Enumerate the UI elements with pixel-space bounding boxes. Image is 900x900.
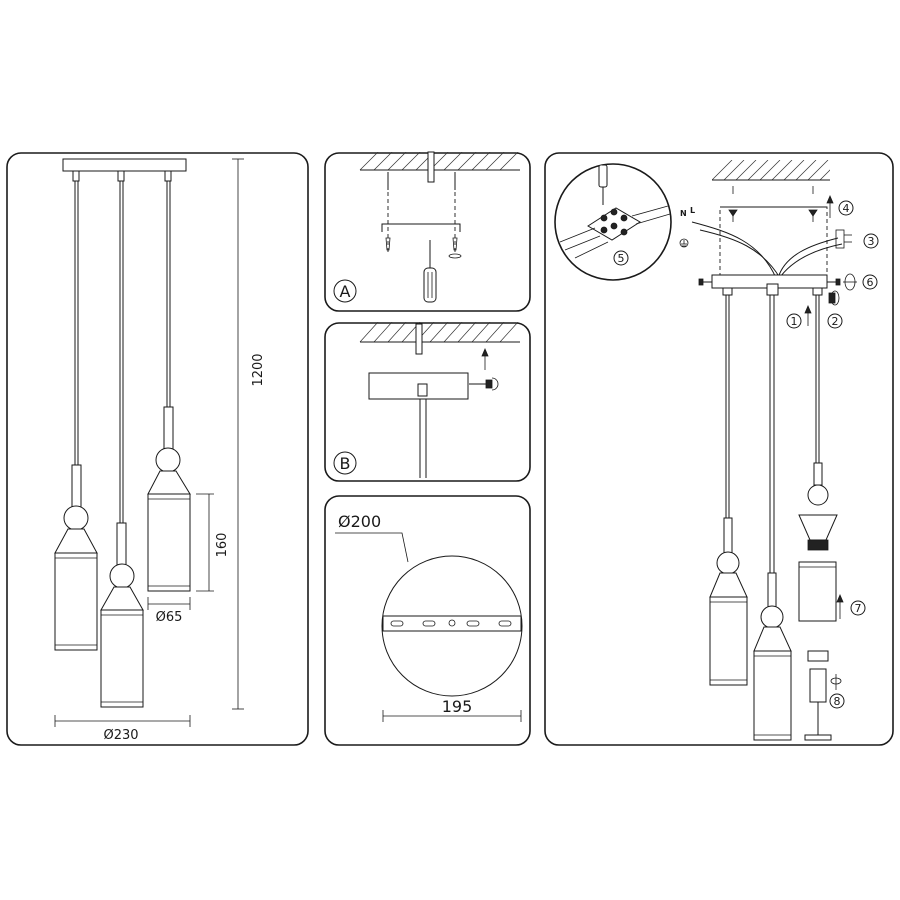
terminal-connector xyxy=(835,229,852,249)
arrow-up-icon xyxy=(481,347,489,370)
step-1-badge xyxy=(786,313,802,329)
step-2-badge xyxy=(827,313,843,329)
slot xyxy=(390,620,404,627)
ground-icon xyxy=(679,238,689,248)
plate-width-label: 195 xyxy=(442,697,473,716)
step-badges: 1 2 3 4 5 6 7 8 xyxy=(613,200,879,709)
screwdriver-icon xyxy=(423,240,437,303)
cord-grip xyxy=(722,287,733,296)
shade-height-dimension: 160 xyxy=(196,493,230,592)
wire-from-canopy xyxy=(777,237,839,279)
slot xyxy=(466,620,480,627)
ceiling-hatch xyxy=(712,160,830,180)
wall-anchor xyxy=(385,237,391,251)
arrow-up-icon xyxy=(804,304,812,326)
step-7-badge xyxy=(850,600,866,616)
pendant-right xyxy=(147,181,191,592)
arrow-up-icon xyxy=(836,593,844,619)
pendant-left xyxy=(54,181,98,651)
ceiling-wire-outlet xyxy=(427,151,435,183)
slot xyxy=(498,620,512,627)
screw-icon xyxy=(826,194,834,218)
bulb xyxy=(809,668,827,703)
cord-grip xyxy=(164,170,172,182)
step-a-panel: A xyxy=(324,151,531,312)
pendant-right-exploded xyxy=(798,462,838,741)
shade-diameter-dimension: Ø65 xyxy=(147,597,191,625)
pendant-middle xyxy=(753,572,792,741)
shade-height-label: 160 xyxy=(215,533,230,558)
slot xyxy=(422,620,436,627)
washer xyxy=(448,253,462,259)
step-b-panel: B xyxy=(324,322,531,482)
pendant-middle xyxy=(100,181,144,708)
height-dimension: 1200 xyxy=(232,158,266,710)
cord-grip xyxy=(417,383,428,397)
ceiling-hatch xyxy=(359,152,519,170)
step-6-badge xyxy=(862,274,878,290)
assembly-panel: N L xyxy=(544,152,894,746)
step-3-badge xyxy=(863,233,879,249)
mounting-bar xyxy=(382,615,522,632)
cord-grip xyxy=(72,170,80,182)
step-8-label: 8 xyxy=(834,695,841,708)
canopy-diameter-dimension: Ø230 xyxy=(54,715,191,743)
side-screw xyxy=(469,377,499,391)
wire-live xyxy=(699,229,781,279)
shade-diameter-label: Ø65 xyxy=(156,610,183,625)
side-screw xyxy=(698,278,712,286)
wire-neutral xyxy=(691,221,777,279)
cord-grip xyxy=(117,170,125,182)
plate-width-dimension xyxy=(382,710,522,722)
rotate-icon xyxy=(830,674,842,690)
mounting-bracket xyxy=(381,223,461,232)
step-7-label: 7 xyxy=(855,602,862,615)
step-4-badge xyxy=(838,200,854,216)
ceiling-wire-outlet xyxy=(415,323,423,355)
step-4-label: 4 xyxy=(843,202,850,215)
step-a-letter: A xyxy=(340,282,351,301)
wire-live-label: L xyxy=(690,206,695,215)
step-b-letter: B xyxy=(340,454,351,473)
bulb-holder xyxy=(807,650,829,662)
step-1-label: 1 xyxy=(791,315,798,328)
step-b-panel-frame xyxy=(324,322,531,482)
cord-grip xyxy=(812,287,823,296)
step-5-label: 5 xyxy=(618,252,625,265)
wire-neutral-label: N xyxy=(680,209,687,218)
plate-diameter-label: Ø200 xyxy=(338,512,381,531)
canopy-diameter-label: Ø230 xyxy=(103,728,138,743)
step-3-label: 3 xyxy=(868,235,875,248)
height-label: 1200 xyxy=(251,353,266,386)
canopy xyxy=(62,158,187,172)
ring-nut-icon xyxy=(843,273,857,291)
step-8-badge xyxy=(829,693,845,709)
cord-grip xyxy=(766,283,779,296)
step-a-badge xyxy=(333,279,357,303)
leader-line xyxy=(335,532,409,563)
step-b-badge xyxy=(333,451,357,475)
step-6-label: 6 xyxy=(867,276,874,289)
step-5-badge xyxy=(613,250,629,266)
wiring-detail xyxy=(554,163,672,281)
step-2-label: 2 xyxy=(832,315,839,328)
dimensions-panel: 1200 160 Ø65 Ø230 xyxy=(6,152,309,746)
rotate-nut xyxy=(828,290,840,306)
bottom-cap xyxy=(804,734,832,741)
screwdriver-icon xyxy=(598,164,608,205)
ceiling-hatch xyxy=(359,322,519,342)
dimensions-panel-frame xyxy=(6,152,309,746)
glass-shade xyxy=(798,561,837,622)
wall-anchor xyxy=(452,237,458,251)
pendant-left xyxy=(709,517,748,686)
center-hole xyxy=(448,619,456,627)
side-screw xyxy=(827,278,841,286)
mounting-plate-panel: Ø200 195 xyxy=(324,495,531,746)
